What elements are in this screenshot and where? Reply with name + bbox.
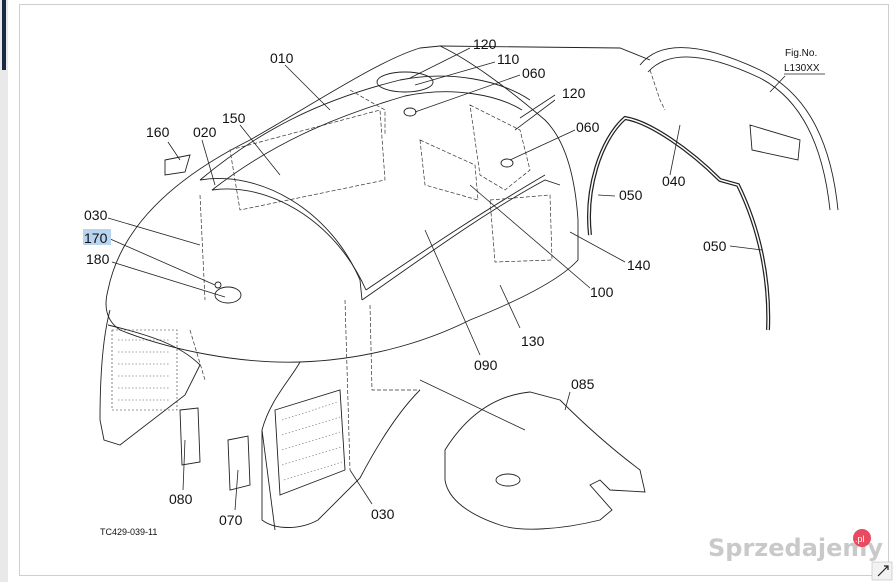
watermark-suffix: .pl <box>855 534 865 544</box>
callout-080: 080 <box>169 491 193 507</box>
callout-060-top: 060 <box>522 65 546 81</box>
vent-ring <box>376 71 434 93</box>
emblem-180 <box>214 286 242 304</box>
drawing-code: TC429-039-11 <box>100 527 157 537</box>
clip-160 <box>164 154 191 176</box>
diagram-border <box>19 4 889 576</box>
cab-frame <box>639 47 839 211</box>
callout-030-left: 030 <box>84 207 108 223</box>
callout-170-highlight <box>83 229 111 245</box>
callouts: 010 120 110 060 120 060 150 160 020 030 … <box>83 36 727 528</box>
callout-040: 040 <box>662 173 686 189</box>
callout-020: 020 <box>193 124 217 140</box>
callout-160: 160 <box>146 124 170 140</box>
window-edge-mark <box>2 0 6 70</box>
grille-mesh-side <box>274 389 346 496</box>
figure-number: Fig.No. L130XX <box>769 48 825 93</box>
fig-label: Fig.No. <box>785 48 817 59</box>
watermark: Sprzedajemy .pl <box>708 529 883 562</box>
callout-170[interactable]: 170 <box>84 230 108 246</box>
leader-lines <box>107 47 763 511</box>
seal-strip <box>587 115 771 331</box>
callout-120-top: 120 <box>473 36 497 52</box>
callout-110: 110 <box>497 51 520 67</box>
resize-corner-icon[interactable] <box>871 561 893 581</box>
callout-100: 100 <box>590 284 614 300</box>
callout-060-right: 060 <box>576 119 600 135</box>
callout-140: 140 <box>627 257 651 273</box>
callout-120-right: 120 <box>562 85 586 101</box>
callout-050-upper: 050 <box>619 187 643 203</box>
callout-090: 090 <box>474 357 498 373</box>
callout-085: 085 <box>571 376 595 392</box>
hood-assembly <box>99 45 651 531</box>
bracket-070 <box>227 435 251 491</box>
callout-070: 070 <box>219 512 243 528</box>
fig-number: L130XX <box>784 63 820 74</box>
callout-050-lower: 050 <box>703 238 727 254</box>
bolt-060b <box>500 158 514 168</box>
callout-130: 130 <box>521 333 545 349</box>
callout-010: 010 <box>270 50 294 66</box>
callout-030-bottom: 030 <box>371 506 395 522</box>
floor-mat-085 <box>444 391 646 530</box>
callout-150: 150 <box>222 110 246 126</box>
bolt-060a <box>403 107 417 117</box>
grille-mesh-left <box>111 329 178 411</box>
window-edge <box>0 0 8 582</box>
callout-180: 180 <box>86 251 110 267</box>
bracket-080 <box>179 407 201 466</box>
washer-170 <box>214 281 222 289</box>
watermark-badge <box>853 529 871 547</box>
